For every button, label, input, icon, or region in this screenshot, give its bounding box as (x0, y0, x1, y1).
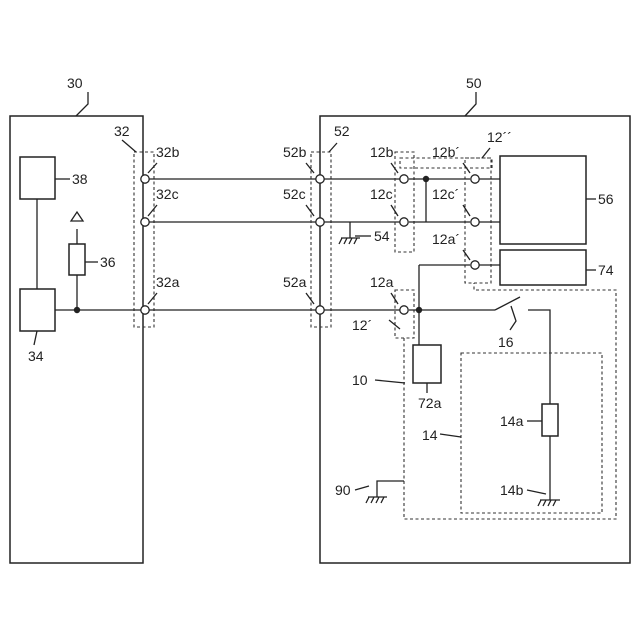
terminal-52a (316, 306, 324, 314)
leader-32b (148, 163, 157, 173)
junction-dot (423, 176, 429, 182)
block-72a (413, 345, 441, 383)
leader-32c (148, 205, 157, 216)
label-12c-prime: 12c´ (432, 186, 459, 202)
label-52: 52 (334, 123, 350, 139)
resistor-36 (69, 244, 85, 275)
leader-52b (306, 163, 314, 173)
terminal-12a (400, 306, 408, 314)
label-74: 74 (598, 262, 614, 278)
terminal-12b (400, 175, 408, 183)
block-38 (20, 157, 55, 199)
block-74 (500, 250, 586, 285)
label-52b: 52b (283, 144, 307, 160)
label-12c: 12c (370, 186, 393, 202)
resistor-14a (542, 404, 558, 436)
label-14a: 14a (500, 413, 524, 429)
label-34: 34 (28, 348, 44, 364)
block-34 (20, 289, 55, 331)
leader-50 (465, 92, 476, 116)
label-36: 36 (100, 254, 116, 270)
terminal-32b (141, 175, 149, 183)
label-12-double-prime: 12´´ (487, 129, 512, 145)
label-14: 14 (422, 427, 438, 443)
label-32a: 32a (156, 274, 180, 290)
label-72a: 72a (418, 395, 442, 411)
label-56: 56 (598, 191, 614, 207)
label-30: 30 (67, 75, 83, 91)
label-12a-prime: 12a´ (432, 231, 460, 247)
junction-dot (416, 307, 422, 313)
label-38: 38 (72, 171, 88, 187)
leader-52c (306, 205, 314, 216)
terminal-12c-prime (471, 218, 479, 226)
terminal-12b-prime (471, 175, 479, 183)
terminal-52c (316, 218, 324, 226)
label-52a: 52a (283, 274, 307, 290)
leader-32a (148, 293, 157, 304)
label-32c: 32c (156, 186, 179, 202)
label-14b: 14b (500, 482, 524, 498)
leader-52a (306, 293, 314, 304)
label-12b-prime: 12b´ (432, 144, 460, 160)
terminal-52b (316, 175, 324, 183)
block-56 (500, 156, 586, 244)
label-90: 90 (335, 482, 351, 498)
leader-30 (76, 92, 88, 116)
junction-dot (74, 307, 80, 313)
terminal-12a-prime (471, 261, 479, 269)
label-10: 10 (352, 372, 368, 388)
label-12a: 12a (370, 274, 394, 290)
label-52c: 52c (283, 186, 306, 202)
label-50: 50 (466, 75, 482, 91)
label-12-prime: 12´ (352, 317, 372, 333)
label-32b: 32b (156, 144, 180, 160)
terminal-32a (141, 306, 149, 314)
label-16: 16 (498, 334, 514, 350)
terminal-32c (141, 218, 149, 226)
label-12b: 12b (370, 144, 394, 160)
terminal-12c (400, 218, 408, 226)
label-54: 54 (374, 228, 390, 244)
label-32: 32 (114, 123, 130, 139)
